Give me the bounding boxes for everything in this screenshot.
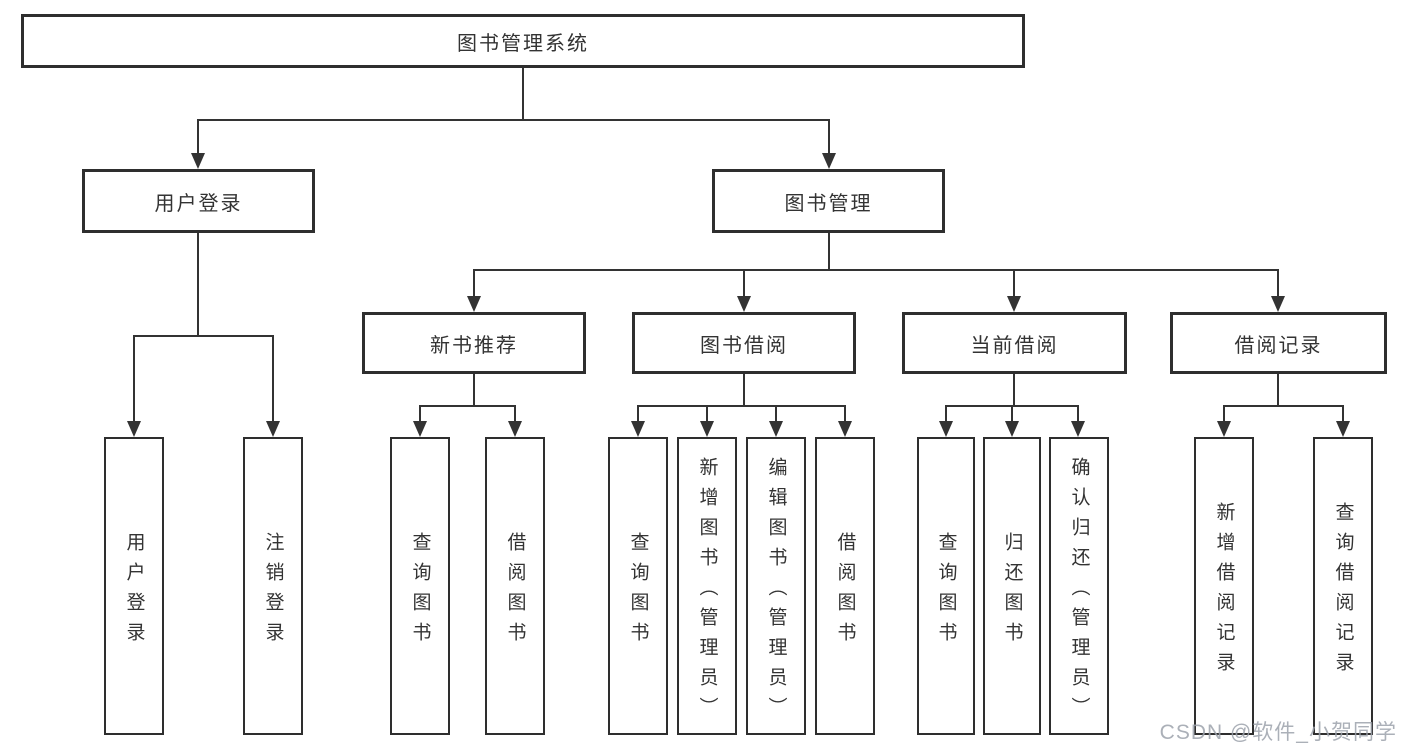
- arrow-down-icon: [700, 421, 714, 437]
- connector-rail: [1223, 405, 1344, 407]
- leaf-label: 注销登录: [262, 531, 284, 652]
- connector-drop: [1223, 406, 1225, 421]
- node-book-management: 图书管理: [712, 169, 945, 233]
- node-label: 借阅记录: [1234, 334, 1323, 357]
- leaf-logout: 注销登录: [243, 437, 303, 735]
- arrow-down-icon: [1336, 421, 1350, 437]
- connector-rail: [419, 405, 516, 407]
- arrow-down-icon: [1007, 296, 1021, 312]
- arrow-down-icon: [1271, 296, 1285, 312]
- node-label: 用户登录: [154, 192, 243, 215]
- connector-book-management-stem: [828, 233, 830, 270]
- connector-drop: [706, 406, 708, 421]
- leaf-label: 借阅图书: [504, 531, 526, 652]
- node-user-login: 用户登录: [82, 169, 315, 233]
- leaf-label: 新增借阅记录: [1213, 501, 1235, 682]
- leaf-query-borrow-record: 查询借阅记录: [1313, 437, 1373, 735]
- arrow-down-icon: [631, 421, 645, 437]
- leaf-label: 用户登录: [123, 531, 145, 652]
- arrow-down-icon: [939, 421, 953, 437]
- node-label: 图书管理系统: [457, 32, 589, 55]
- connector-user-login-rail: [133, 335, 274, 337]
- leaf-add-borrow-record: 新增借阅记录: [1194, 437, 1254, 735]
- leaf-query-books-recommend: 查询图书: [390, 437, 450, 735]
- connector-drop: [1013, 270, 1015, 296]
- leaf-label: 归还图书: [1001, 531, 1023, 652]
- connector-drop: [1011, 406, 1013, 421]
- arrow-down-icon: [769, 421, 783, 437]
- connector-drop: [775, 406, 777, 421]
- leaf-label: 确认归还（管理员）: [1068, 456, 1090, 727]
- connector-drop: [133, 336, 135, 421]
- connector-drop: [844, 406, 846, 421]
- connector-root-rail: [197, 119, 830, 121]
- leaf-borrow-books: 借阅图书: [815, 437, 875, 735]
- connector-drop: [1342, 406, 1344, 421]
- watermark: CSDN @软件_小贺同学: [1159, 721, 1397, 744]
- leaf-label: 查询图书: [627, 531, 649, 652]
- connector-stem: [1013, 374, 1015, 406]
- leaf-query-books-current: 查询图书: [917, 437, 975, 735]
- connector-book-management-rail: [473, 269, 1279, 271]
- node-borrow-records: 借阅记录: [1170, 312, 1387, 374]
- node-new-book-recommend: 新书推荐: [362, 312, 586, 374]
- connector-drop: [419, 406, 421, 421]
- connector-stem: [743, 374, 745, 406]
- leaf-query-books-borrow: 查询图书: [608, 437, 668, 735]
- node-current-borrow: 当前借阅: [902, 312, 1127, 374]
- connector-rail: [637, 405, 846, 407]
- leaf-label: 借阅图书: [834, 531, 856, 652]
- connector-drop: [473, 270, 475, 296]
- connector-drop-user-login: [197, 120, 199, 153]
- arrow-down-icon: [822, 153, 836, 169]
- arrow-down-icon: [266, 421, 280, 437]
- leaf-confirm-return-admin: 确认归还（管理员）: [1049, 437, 1109, 735]
- connector-root-stem: [522, 68, 524, 120]
- arrow-down-icon: [467, 296, 481, 312]
- leaf-user-login: 用户登录: [104, 437, 164, 735]
- arrow-down-icon: [838, 421, 852, 437]
- arrow-down-icon: [1217, 421, 1231, 437]
- node-book-borrow: 图书借阅: [632, 312, 856, 374]
- node-label: 当前借阅: [970, 334, 1059, 357]
- connector-stem: [1277, 374, 1279, 406]
- leaf-label: 查询图书: [409, 531, 431, 652]
- arrow-down-icon: [413, 421, 427, 437]
- node-label: 图书借阅: [700, 334, 788, 357]
- leaf-label: 编辑图书（管理员）: [765, 456, 787, 727]
- connector-drop: [272, 336, 274, 421]
- arrow-down-icon: [191, 153, 205, 169]
- connector-drop: [1277, 270, 1279, 296]
- leaf-label: 新增图书（管理员）: [696, 456, 718, 727]
- connector-stem: [473, 374, 475, 406]
- leaf-borrow-books-recommend: 借阅图书: [485, 437, 545, 735]
- connector-drop: [945, 406, 947, 421]
- arrow-down-icon: [508, 421, 522, 437]
- leaf-add-books-admin: 新增图书（管理员）: [677, 437, 737, 735]
- connector-drop: [514, 406, 516, 421]
- arrow-down-icon: [737, 296, 751, 312]
- connector-drop: [743, 270, 745, 296]
- connector-drop-book-management: [828, 120, 830, 153]
- arrow-down-icon: [1071, 421, 1085, 437]
- node-label: 新书推荐: [430, 334, 518, 357]
- leaf-return-books: 归还图书: [983, 437, 1041, 735]
- connector-drop: [1077, 406, 1079, 421]
- leaf-label: 查询图书: [935, 531, 957, 652]
- node-label: 图书管理: [784, 192, 873, 215]
- connector-user-login-stem: [197, 233, 199, 336]
- arrow-down-icon: [127, 421, 141, 437]
- node-library-system: 图书管理系统: [21, 14, 1025, 68]
- leaf-label: 查询借阅记录: [1332, 501, 1354, 682]
- connector-drop: [637, 406, 639, 421]
- leaf-edit-books-admin: 编辑图书（管理员）: [746, 437, 806, 735]
- arrow-down-icon: [1005, 421, 1019, 437]
